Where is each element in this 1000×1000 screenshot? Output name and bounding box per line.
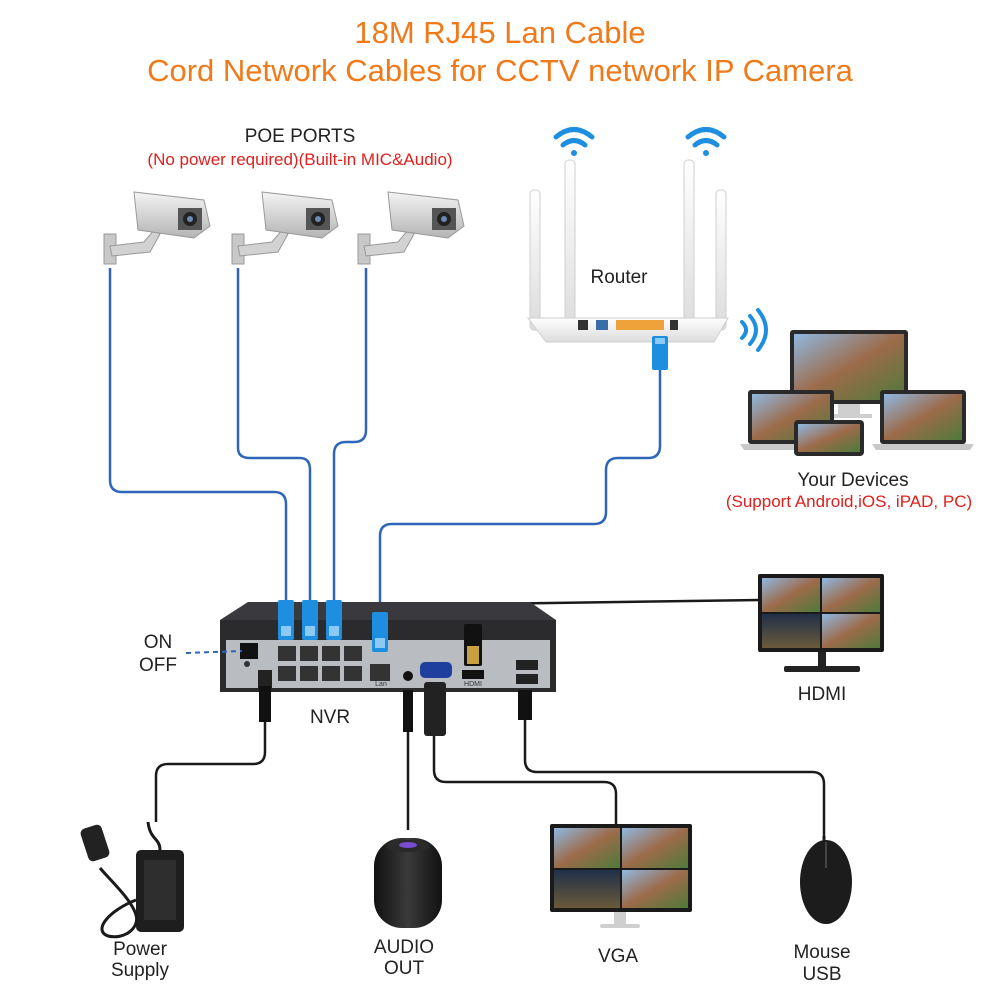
cable-camera-3 [332, 268, 368, 600]
audio-plug-icon [403, 690, 413, 732]
title-line-1: 18M RJ45 Lan Cable [354, 15, 646, 50]
camera-icon [103, 191, 211, 265]
wifi-icon [740, 308, 768, 352]
camera-icon [357, 191, 465, 265]
nvr-hdmi-port-label: HDMI [464, 681, 482, 688]
wifi-icon [553, 127, 595, 156]
monitor-icon [550, 824, 692, 928]
mouse-label-line-1: Mouse [793, 942, 851, 963]
mouse-icon [800, 836, 852, 924]
title-line-2: Cord Network Cables for CCTV network IP … [147, 53, 853, 88]
cable-camera-2 [236, 268, 312, 600]
router-icon [527, 159, 729, 343]
poe-heading: POE PORTS [244, 126, 356, 147]
lan-connectors [278, 600, 388, 652]
nvr-lan-port-label: Lan [375, 681, 387, 688]
power-adapter-icon [80, 821, 184, 939]
rj45-plug-icon [326, 600, 342, 640]
mouse-label-line-2: USB [802, 964, 842, 985]
power-label-line-1: Power [113, 939, 167, 960]
rj45-plug-icon [302, 600, 318, 640]
power-label-line-2: Supply [110, 960, 170, 981]
wifi-icon [685, 127, 727, 156]
cable-power [154, 720, 267, 822]
cable-camera-1 [108, 268, 288, 600]
monitor-icon [758, 574, 884, 672]
cable-vga [432, 735, 618, 826]
nvr-label: NVR [309, 707, 351, 728]
hdmi-plug-icon [464, 624, 482, 666]
cable-router [378, 370, 662, 612]
vga-label: VGA [597, 946, 639, 967]
poe-note: (No power required)(Built-in MIC&Audio) [147, 150, 453, 169]
audio-label-line-2: OUT [383, 958, 425, 979]
switch-on-label: ON [143, 632, 173, 653]
switch-off-label: OFF [139, 655, 177, 676]
devices-note: (Support Android,iOS, iPAD, PC) [725, 492, 973, 511]
speaker-icon [374, 838, 442, 928]
rj45-plug-icon [372, 612, 388, 652]
cable-usb [523, 718, 826, 836]
monitor-icon [790, 330, 908, 418]
hdmi-label: HDMI [797, 684, 847, 705]
switch-pointer [185, 650, 243, 654]
tablet-icon [794, 420, 864, 456]
usb-plug-icon [518, 690, 532, 720]
router-label: Router [590, 267, 648, 288]
dc-plug-icon [259, 686, 271, 722]
audio-label-line-1: AUDIO [373, 937, 435, 958]
camera-cables [108, 268, 662, 612]
devices-label: Your Devices [797, 470, 909, 491]
router-lan-connector [652, 336, 668, 370]
rj45-plug-icon [278, 600, 294, 640]
vga-plug-icon [424, 682, 446, 736]
laptop-icon [872, 390, 974, 450]
camera-icon [231, 191, 339, 265]
